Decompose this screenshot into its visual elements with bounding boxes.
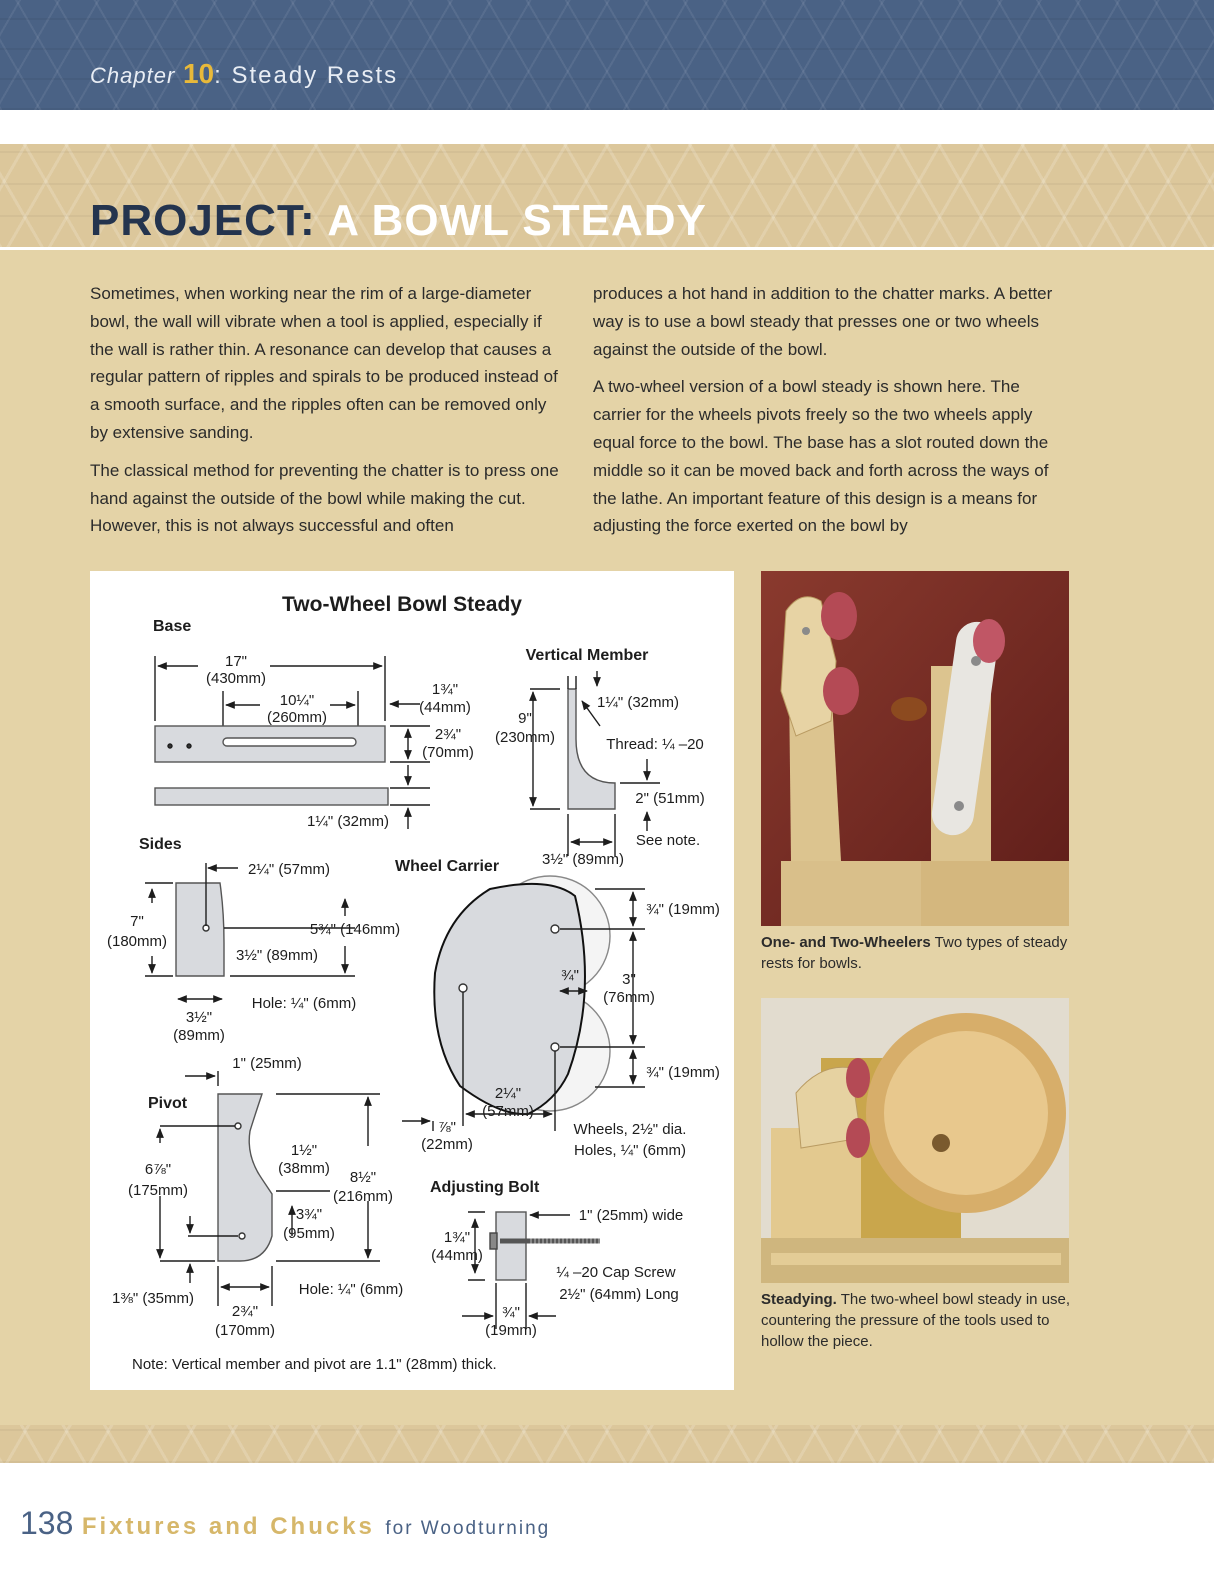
caption-title: Steadying. <box>761 1291 837 1308</box>
body-column-right: produces a hot hand in addition to the c… <box>593 280 1063 550</box>
caption-title: One- and Two-Wheelers <box>761 934 931 951</box>
dimension-label: 17" <box>225 653 247 670</box>
bowl-steady-diagram: Two-Wheel Bowl Steady Base Vertical Memb… <box>107 593 720 1373</box>
book-subtitle: for Woodturning <box>385 1518 551 1539</box>
dimension-label: (70mm) <box>422 744 474 761</box>
dimension-label: (216mm) <box>333 1188 393 1205</box>
dimension-label: 2" (51mm) <box>635 790 705 807</box>
section-label: Base <box>153 618 191 635</box>
dimension-label: (95mm) <box>283 1225 335 1242</box>
book-title: Fixtures and Chucks <box>81 1513 375 1540</box>
title-rule <box>0 247 1214 250</box>
diagram-panel: Two-Wheel Bowl Steady Base Vertical Memb… <box>90 571 734 1390</box>
dimension-label: 1" (25mm) wide <box>579 1207 684 1224</box>
dimension-label: ¾" <box>502 1304 520 1321</box>
dimension-label: (230mm) <box>495 729 555 746</box>
bottom-band <box>0 1425 1214 1463</box>
section-label: Pivot <box>148 1095 188 1112</box>
dimension-label: ¼ –20 Cap Screw <box>556 1264 675 1281</box>
dimension-label: (22mm) <box>421 1136 473 1153</box>
dimension-label: 3½" <box>186 1009 212 1026</box>
dimension-label: (44mm) <box>431 1247 483 1264</box>
dimension-label: 1" (25mm) <box>232 1055 302 1072</box>
dimension-label: 1¾" <box>444 1229 470 1246</box>
dimension-label: (89mm) <box>173 1027 225 1044</box>
dimension-label: 8½" <box>350 1169 376 1186</box>
dimension-label: 1¼" (32mm) <box>597 694 679 711</box>
dimension-label: ¾" <box>561 967 579 984</box>
dimension-label: 2¾" <box>435 726 461 743</box>
dimension-label: (180mm) <box>107 933 167 950</box>
dimension-label: (175mm) <box>128 1182 188 1199</box>
dimension-label: Holes, ¼" (6mm) <box>574 1142 686 1159</box>
paragraph: The classical method for preventing the … <box>90 460 559 536</box>
photo-caption: One- and Two-Wheelers Two types of stead… <box>761 932 1071 974</box>
dimension-label: 3" <box>622 971 636 988</box>
dimension-label: (260mm) <box>267 709 327 726</box>
photo-caption: Steadying. The two-wheel bowl steady in … <box>761 1289 1071 1352</box>
dimension-label: 3½" (89mm) <box>542 851 624 868</box>
caption-text: Two types of steady rests for bowls. <box>761 934 1068 972</box>
title-band <box>0 144 1214 249</box>
section-label: Vertical Member <box>526 647 649 664</box>
chapter-word: Chapter <box>90 63 176 88</box>
title-prefix: PROJECT: <box>90 196 316 245</box>
dimension-label: Hole: ¼" (6mm) <box>299 1281 404 1298</box>
dimension-label: 1½" <box>291 1142 317 1159</box>
dimension-label: 2¼" (57mm) <box>248 861 330 878</box>
dimension-label: 1¾" <box>432 681 458 698</box>
dimension-label: 7" <box>130 913 144 930</box>
section-label: Wheel Carrier <box>395 858 499 875</box>
dimension-label: 1¼" (32mm) <box>307 813 389 830</box>
dimension-label: 2½" (64mm) Long <box>559 1286 679 1303</box>
dimension-label: (19mm) <box>485 1322 537 1339</box>
paragraph: Sometimes, when working near the rim of … <box>90 284 558 442</box>
title-main: A BOWL STEADY <box>327 196 707 245</box>
chapter-header-band: Chapter 10: Steady Rests <box>0 0 1214 110</box>
dimension-label: (76mm) <box>603 989 655 1006</box>
dimension-label: 10¼" <box>280 692 315 709</box>
dimension-label: (44mm) <box>419 699 471 716</box>
dimension-label: 9" <box>518 710 532 727</box>
photo-steady-rests-image <box>761 571 1069 926</box>
dimension-label: (38mm) <box>278 1160 330 1177</box>
dimension-label: 3½" (89mm) <box>236 947 318 964</box>
dimension-label: 3¾" <box>296 1206 322 1223</box>
dimension-label: 5¾" (146mm) <box>310 921 400 938</box>
dimension-label: Hole: ¼" (6mm) <box>252 995 357 1012</box>
page-number: 138 <box>20 1505 74 1541</box>
dimension-label: 2¾" <box>232 1303 258 1320</box>
dimension-label: (57mm) <box>482 1103 534 1120</box>
dimension-label: ¾" (19mm) <box>646 901 720 918</box>
paragraph: produces a hot hand in addition to the c… <box>593 284 1053 359</box>
photo-steady-in-use <box>761 998 1069 1283</box>
dimension-label: 6⅞" <box>145 1161 171 1178</box>
dimension-label: ⅞" <box>438 1119 456 1136</box>
section-label: Sides <box>139 836 182 853</box>
dimension-label: 2¼" <box>495 1085 521 1102</box>
photo-steady-in-use-image <box>761 998 1069 1283</box>
page-title: PROJECT: A BOWL STEADY <box>90 196 707 246</box>
photo-steady-rests <box>761 571 1069 926</box>
dimension-label: (430mm) <box>206 670 266 687</box>
dimension-label: ¾" (19mm) <box>646 1064 720 1081</box>
paragraph: A two-wheel version of a bowl steady is … <box>593 377 1049 536</box>
section-label: Adjusting Bolt <box>430 1179 540 1196</box>
dimension-label: 1⅜" (35mm) <box>112 1290 194 1307</box>
chapter-heading: Chapter 10: Steady Rests <box>90 58 398 90</box>
dimension-label: (170mm) <box>215 1322 275 1339</box>
chapter-title: : Steady Rests <box>214 62 399 89</box>
diagram-note: Note: Vertical member and pivot are 1.1"… <box>132 1356 497 1373</box>
body-column-left: Sometimes, when working near the rim of … <box>90 280 565 550</box>
page-footer: 138 Fixtures and Chucks for Woodturning <box>20 1505 550 1542</box>
caption-text: The two-wheel bowl steady in use, counte… <box>761 1291 1071 1350</box>
dimension-label: Thread: ¼ –20 <box>606 736 704 753</box>
chapter-number: 10 <box>182 58 215 89</box>
dimension-label: Wheels, 2½" dia. <box>574 1121 687 1138</box>
diagram-title: Two-Wheel Bowl Steady <box>282 593 522 616</box>
dimension-label: See note. <box>636 832 700 849</box>
